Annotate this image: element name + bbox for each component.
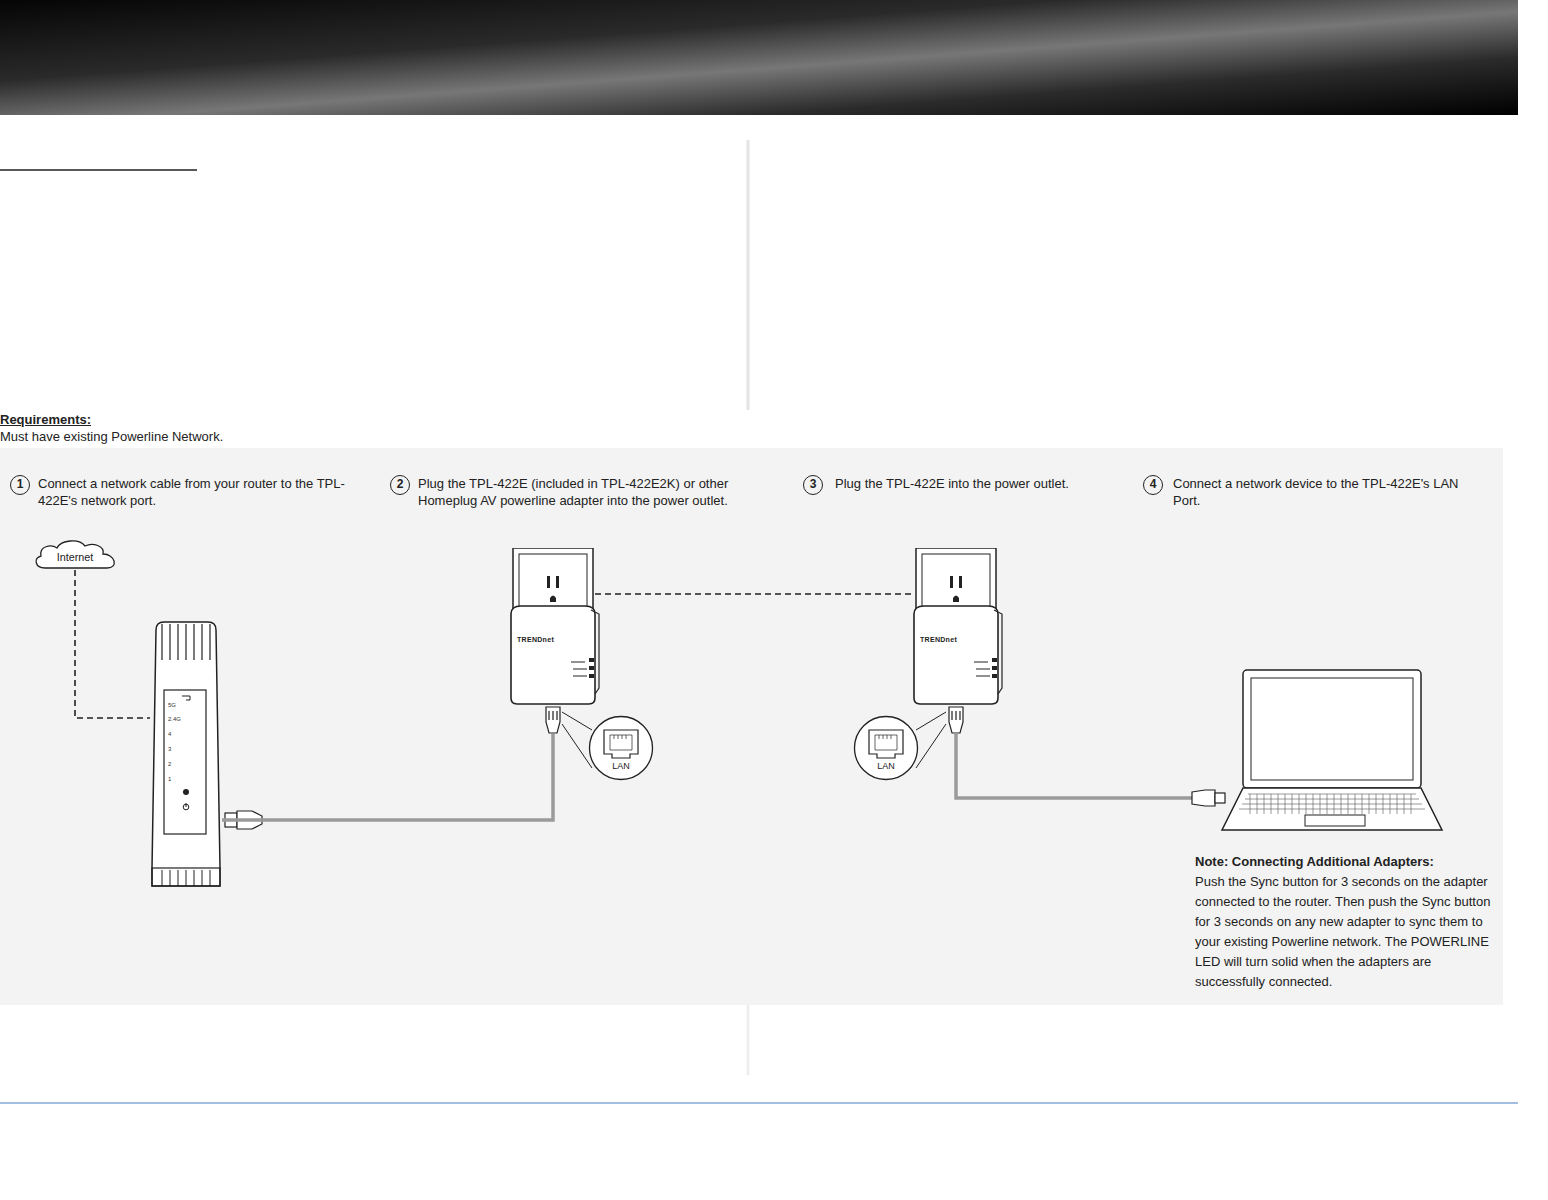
step-text: Connect a network device to the TPL-422E… [1173, 475, 1473, 509]
node-text: 2 [168, 761, 171, 768]
adapter-plug [546, 707, 560, 733]
callout-number: 4 [1143, 475, 1163, 495]
laptop-keys [1239, 794, 1425, 814]
lan-callout: LAN [853, 715, 919, 781]
callout-leader [562, 712, 592, 768]
node-text: TRENDnet [517, 636, 554, 643]
network-cable [222, 734, 553, 820]
node-text: 4 [168, 731, 171, 738]
note-text: Push the Sync button for 3 seconds on th… [1195, 872, 1495, 992]
header-bar [0, 0, 1518, 115]
router: 5G 2.4G 4 3 2 1 [150, 620, 222, 888]
diagram-ground [0, 410, 1503, 1005]
footer-rule [0, 1102, 1518, 1103]
node-text: 2.4G [168, 716, 181, 723]
adapter-plug [949, 707, 963, 733]
node-text: TRENDnet [920, 636, 957, 643]
callout-number: 3 [803, 475, 823, 495]
callout-circle [588, 715, 654, 781]
note-heading: Note: Connecting Additional Adapters: [1195, 852, 1495, 872]
callout-number: 2 [390, 475, 410, 495]
node-text: LAN [588, 761, 654, 771]
step-text: Plug the TPL-422E into the power outlet. [835, 475, 1135, 492]
diagram-ground [0, 410, 1503, 448]
callout-circle [853, 715, 919, 781]
callout-leader [916, 712, 946, 768]
step-text: Connect a network cable from your router… [38, 475, 356, 509]
node-text: Internet [33, 551, 117, 563]
powerline-adapter: TRENDnet [503, 548, 603, 706]
column-divider [747, 1005, 750, 1075]
adapter-body [906, 548, 1006, 706]
requirements-text: Must have existing Powerline Network. [0, 428, 330, 445]
node-text: 5G [168, 702, 176, 709]
node-text: LAN [853, 761, 919, 771]
column-divider [747, 140, 750, 410]
adapter-body [503, 548, 603, 706]
dashed-link [595, 593, 914, 595]
internet-cloud: Internet [33, 540, 117, 570]
laptop [1222, 670, 1442, 830]
callout-number: 1 [10, 475, 30, 495]
step-text: Plug the TPL-422E (included in TPL-422E2… [418, 475, 736, 509]
requirements-heading: Requirements: [0, 411, 91, 428]
powerline-adapter: TRENDnet [906, 548, 1006, 706]
lan-callout: LAN [588, 715, 654, 781]
laptop-plug [1192, 790, 1225, 806]
node-text: 3 [168, 746, 171, 753]
node-text: 1 [168, 776, 171, 783]
dashed-link [75, 570, 150, 718]
network-cable [956, 733, 1192, 798]
router-body [150, 620, 222, 888]
heading-rule [0, 169, 197, 171]
